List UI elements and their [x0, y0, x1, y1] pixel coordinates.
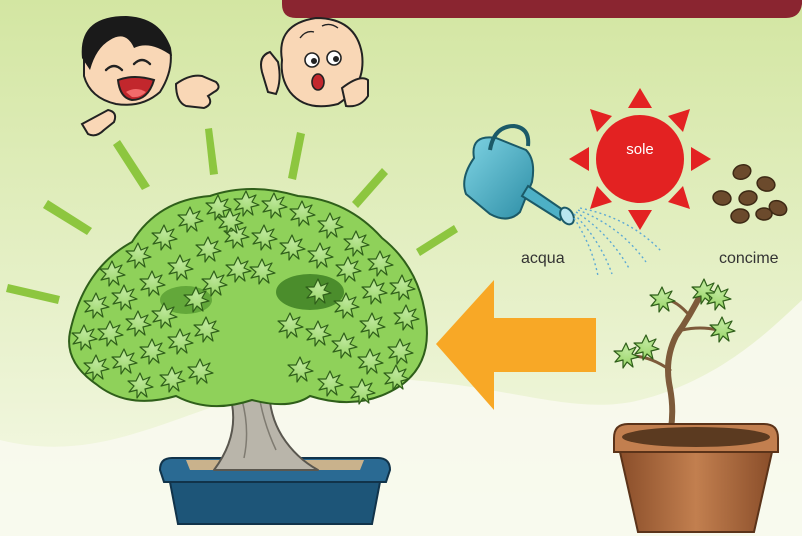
top-banner: [282, 0, 802, 18]
fertilizer-label: concime: [719, 250, 779, 268]
water-label: acqua: [521, 250, 565, 268]
sun-label: sole: [612, 141, 668, 158]
